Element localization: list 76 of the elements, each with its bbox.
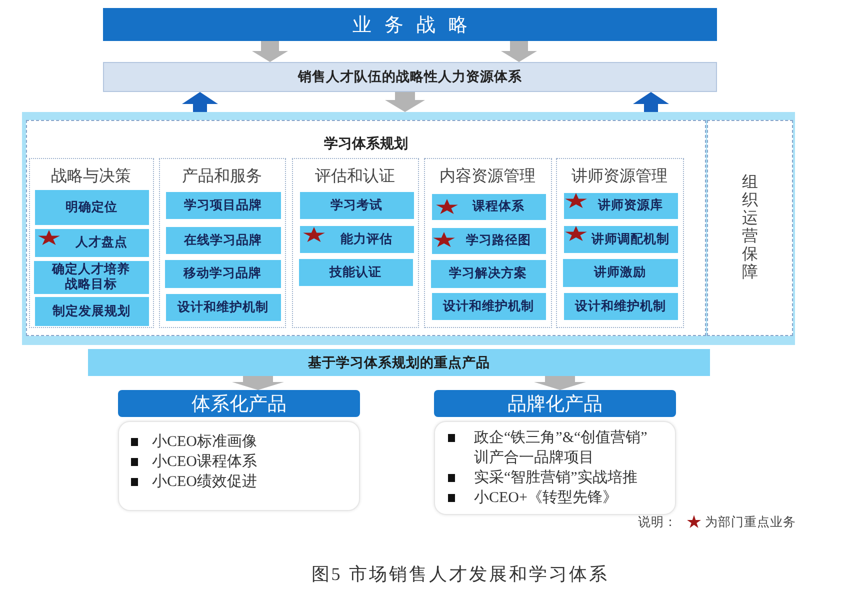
header-bar: 业务战略 [103, 8, 717, 41]
item-box [34, 260, 148, 294]
item-label: 学习考试 [330, 198, 382, 212]
panel-title: 学习体系规划 [324, 134, 408, 152]
item-box [430, 260, 546, 288]
item-box [34, 190, 148, 224]
column-title: 内容资源管理 [440, 168, 536, 186]
item-box [432, 292, 546, 320]
list-item-text: 政企“铁三角”&“创值营销”训产合一品牌项目 [474, 428, 648, 468]
item-box [34, 228, 148, 256]
dashed-panel [26, 120, 706, 336]
item-label: 设计和维护机制 [575, 298, 666, 314]
column-title: 战略与决策 [51, 168, 131, 186]
block-arrow [501, 41, 537, 62]
text-bar: 销售人才队伍的战略性人力资源体系 [103, 62, 717, 92]
item-label: 能力评估 [340, 232, 392, 246]
column-panel [424, 158, 552, 328]
vertical-label: 组织运营保障 [742, 174, 758, 282]
item-label: 在线学习品牌 [184, 232, 262, 248]
note-label: 说明： [638, 514, 677, 530]
list-item-text: 小CEO绩效促进 [152, 472, 257, 492]
item-box [166, 294, 280, 320]
list-item-text: 实采“智胜营销”实战培推 [474, 468, 638, 488]
item-box [34, 296, 148, 326]
item-box [432, 228, 546, 254]
block-arrow [534, 376, 586, 390]
list-item-text: 小CEO+《转型先锋》 [474, 488, 618, 508]
column-panel [556, 158, 684, 328]
header-tab: 体系化产品 [118, 390, 360, 417]
dashed-panel [707, 120, 793, 336]
item-label: 技能认证 [330, 264, 382, 280]
item-box [564, 226, 678, 252]
item-label: 学习解决方案 [449, 266, 527, 281]
item-box [300, 226, 414, 252]
list-item-text: 小CEO标准画像 [152, 432, 257, 452]
item-label: 讲师资源库 [598, 198, 663, 213]
block-arrow [232, 376, 284, 390]
item-label: 确定人才培养战略目标 [51, 262, 131, 292]
block-arrow [385, 92, 425, 112]
band [22, 112, 795, 345]
header-tab: 品牌化产品 [434, 390, 676, 417]
column-title: 评估和认证 [315, 168, 395, 186]
column-panel [158, 158, 286, 328]
item-box [564, 292, 678, 320]
column-title: 讲师资源管理 [572, 168, 668, 186]
list-item-text: 小CEO课程体系 [152, 452, 257, 472]
item-label: 移动学习品牌 [184, 266, 262, 281]
block-arrow [182, 92, 218, 112]
item-label: 制定发展规划 [52, 304, 130, 318]
item-box [432, 194, 546, 220]
item-box [166, 192, 280, 218]
item-label: 讲师激励 [594, 265, 646, 280]
item-box [298, 258, 412, 286]
item-box [164, 260, 280, 288]
item-label: 课程体系 [472, 199, 524, 214]
item-box [562, 258, 678, 286]
item-box [166, 226, 280, 254]
column-title: 产品和服务 [182, 168, 262, 186]
item-label: 学习路径图 [466, 233, 531, 248]
item-label: 讲师调配机制 [592, 232, 670, 246]
item-label: 明确定位 [66, 200, 118, 214]
caption: 图5 市场销售人才发展和学习体系 [311, 563, 609, 586]
block-arrow [252, 41, 288, 62]
item-box [300, 192, 414, 218]
item-label: 学习项目品牌 [184, 198, 262, 212]
item-label: 设计和维护机制 [443, 298, 534, 314]
item-box [564, 192, 678, 218]
column-panel [28, 158, 154, 328]
column-panel [292, 158, 418, 328]
text-bar: 基于学习体系规划的重点产品 [88, 349, 710, 376]
item-label: 设计和维护机制 [178, 300, 268, 314]
list-panel [118, 421, 360, 511]
item-label: 人才盘点 [76, 235, 128, 250]
list-panel [434, 421, 676, 515]
block-arrow [633, 92, 669, 112]
legend-text: 为部门重点业务 [705, 514, 796, 530]
